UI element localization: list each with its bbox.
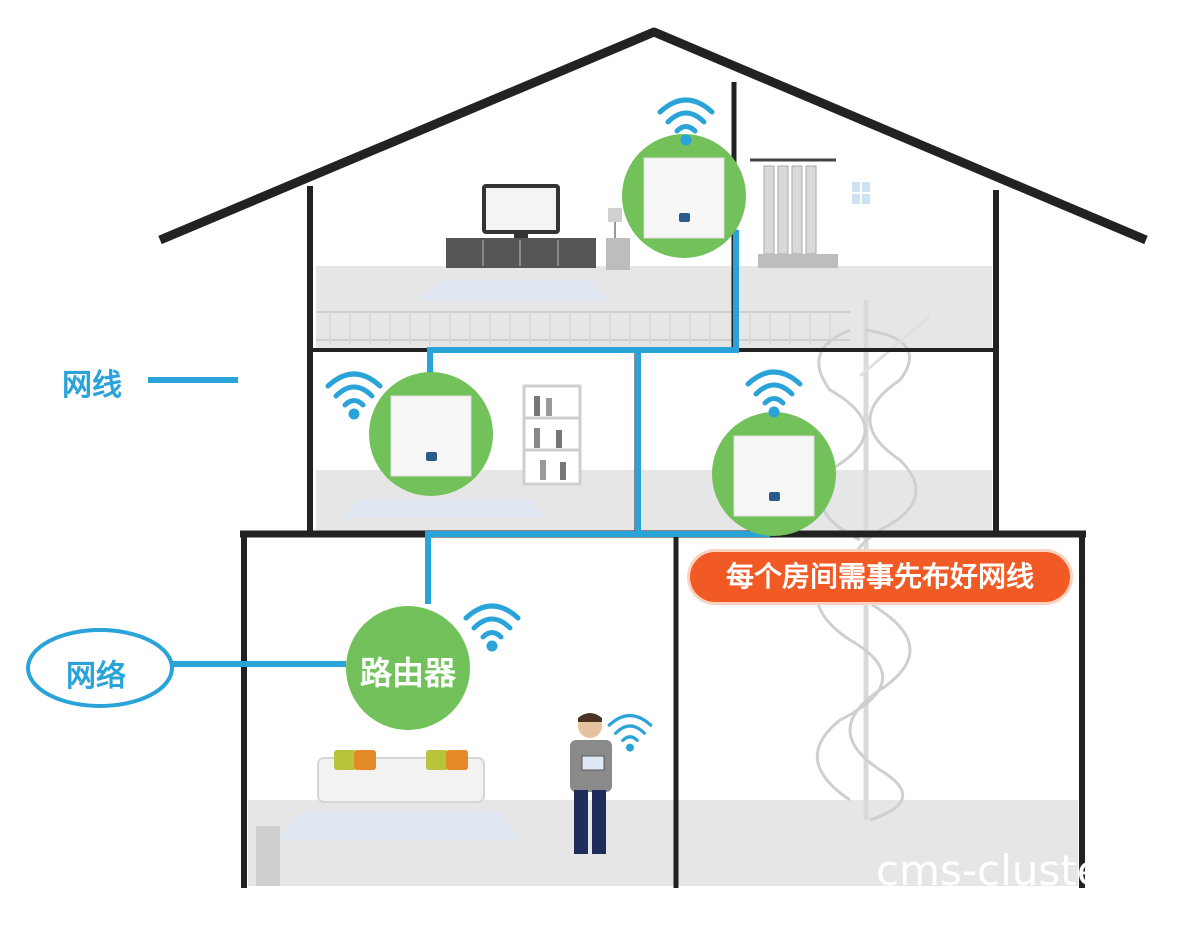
network-cables [148, 230, 770, 667]
cable-legend-label: 网线 [62, 368, 122, 403]
rugs [280, 280, 610, 840]
tv-stand [446, 184, 596, 268]
access-point-port-icon [426, 452, 437, 461]
access-point-middle-right [712, 412, 836, 536]
sofa [317, 750, 485, 803]
access-point-middle-left [369, 372, 493, 496]
router-label: 路由器 [359, 654, 456, 692]
wifi-icon [325, 371, 383, 420]
side-cabinet [256, 826, 280, 886]
access-point-top [622, 134, 746, 258]
watermark: cms-cluster [876, 846, 1090, 895]
radiator [750, 158, 838, 268]
nightstand-lamp [606, 208, 630, 270]
router-circle [346, 606, 470, 730]
wifi-icon [607, 714, 653, 752]
balcony-railing [316, 311, 850, 345]
network-legend-oval [26, 628, 174, 708]
network-legend-label: 网络 [66, 659, 126, 694]
wiring-note-banner: 每个房间需事先布好网线 [690, 552, 1070, 602]
person-icon [570, 713, 612, 854]
access-point-port-icon [679, 213, 690, 222]
bookshelf [522, 384, 582, 486]
small-window [852, 182, 870, 204]
wifi-icon [745, 369, 803, 418]
wifi-icon [463, 603, 521, 652]
wifi-icon [657, 97, 715, 146]
access-point-port-icon [769, 492, 780, 501]
